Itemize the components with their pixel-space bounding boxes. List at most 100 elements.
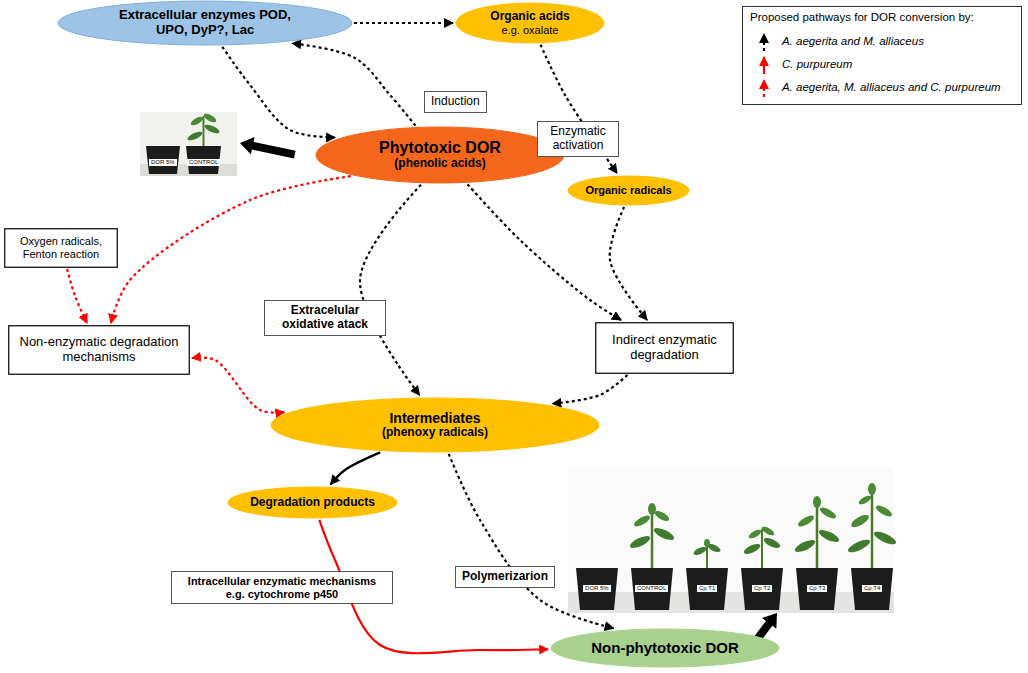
- legend-text: C. purpureum: [782, 55, 1018, 72]
- legend-row: A. aegerita and M. alliaceus: [752, 32, 1018, 49]
- legend-row: A. aegerita, M. alliaceus and C. purpure…: [752, 78, 1018, 95]
- pot-label: CONTROL: [187, 159, 220, 166]
- node-text: (phenoxy radicals): [382, 426, 488, 440]
- leaf: [762, 536, 781, 550]
- leaf: [653, 509, 670, 523]
- result-ellipse: Non-phytotoxic DOR: [550, 628, 780, 668]
- dor-ellipse: Phytotoxic DOR(phenolic acids): [315, 126, 565, 184]
- leaf: [692, 545, 707, 556]
- pot: [741, 568, 783, 610]
- ellipse-fill: [316, 127, 564, 183]
- leaf: [742, 542, 761, 556]
- leaf: [813, 496, 821, 508]
- legend-sample: [752, 55, 776, 75]
- leaf: [189, 115, 204, 127]
- node-text: Degradation products: [250, 496, 375, 510]
- leaf: [760, 525, 775, 537]
- ellipse-fill: [568, 176, 689, 205]
- node-text: Indirect enzymatic degradation: [602, 333, 727, 363]
- legend-row: C. purpureum: [752, 55, 1018, 72]
- node-text: Phytotoxic DOR: [379, 139, 501, 157]
- node-text: Non-phytotoxic DOR: [591, 639, 739, 656]
- plant-stem: [871, 492, 874, 568]
- leaf: [793, 538, 816, 555]
- ellipse-fill: [58, 1, 352, 45]
- leaf: [818, 505, 837, 520]
- process-box: Oxygen radicals, Fenton reaction: [4, 228, 118, 268]
- ellipse-outline: [455, 2, 605, 44]
- thick-arrow: [238, 134, 297, 163]
- node-text: e.g. oxalate: [490, 24, 569, 37]
- legend-title: Proposed pathways for DOR conversion by:: [750, 11, 974, 24]
- leaf: [872, 529, 897, 546]
- edge-label: Induction: [424, 91, 487, 113]
- connector: [292, 43, 415, 125]
- pot-label: Cp T2: [752, 585, 772, 592]
- leaf: [846, 537, 871, 554]
- connector: [610, 207, 647, 320]
- edge-label: Polymerizarion: [455, 566, 555, 588]
- legend-text: A. aegerita and M. alliaceus: [782, 32, 1018, 49]
- edge-label: Enzymatic activation: [537, 121, 619, 157]
- pot: [146, 146, 180, 174]
- ellipse-fill: [456, 3, 604, 43]
- node-text: Extracellular enzymes POD, UPO, DyP?, La…: [119, 8, 291, 38]
- ellipse-fill: [271, 398, 599, 452]
- pot: [796, 568, 838, 610]
- leaf: [849, 513, 870, 530]
- pot-label: Cp T3: [807, 585, 827, 592]
- node-text: Non-enzymatic degradation mechanisms: [19, 335, 179, 365]
- node-text: Oxygen radicals, Fenton reaction: [11, 235, 111, 260]
- box-fill: [9, 326, 190, 375]
- connector: [222, 47, 335, 138]
- leaf: [202, 112, 217, 124]
- legend-sample: [752, 78, 776, 98]
- intermediate-ellipse: Intermediates(phenoxy radicals): [270, 397, 600, 453]
- legend-arrow: [763, 80, 765, 97]
- box-fill: [596, 323, 734, 374]
- pot-label: DOR 5%: [149, 159, 177, 166]
- legend-arrow: [763, 34, 765, 51]
- node-text: Intermediates: [382, 410, 488, 426]
- leaf: [817, 528, 840, 545]
- ellipse-fill: [551, 629, 779, 667]
- connector: [360, 185, 421, 395]
- box-fill: [5, 229, 118, 268]
- ellipse-fill: [228, 487, 397, 518]
- connector: [468, 184, 621, 320]
- leaf: [203, 123, 220, 135]
- pot-label: Cp T1: [697, 585, 717, 592]
- leaf: [747, 528, 762, 540]
- leaf: [648, 503, 656, 515]
- pot: [631, 568, 673, 610]
- plant-stem: [816, 505, 819, 568]
- node-text: Organic acids: [490, 10, 569, 24]
- pot: [186, 146, 221, 174]
- leaf: [704, 539, 710, 547]
- enzyme-ellipse: Extracellular enzymes POD, UPO, DyP?, La…: [57, 0, 353, 46]
- leaf: [874, 503, 893, 518]
- pot: [576, 568, 618, 610]
- photo-background: [140, 112, 237, 176]
- acid-ellipse: Organic acidse.g. oxalate: [455, 2, 605, 44]
- edge-label: Extracelular oxidative atack: [264, 300, 386, 336]
- pot-label: CONTROL: [635, 585, 668, 592]
- leaf: [628, 534, 651, 551]
- legend-arrow: [763, 57, 765, 74]
- process-box: Indirect enzymatic degradation: [595, 322, 734, 374]
- connector: [552, 375, 627, 404]
- radical-ellipse: Organic radicals: [567, 175, 690, 206]
- leaf: [796, 513, 815, 528]
- leaf: [632, 513, 651, 528]
- plant-stem: [761, 529, 763, 568]
- leaf: [652, 526, 675, 543]
- pot: [851, 568, 893, 610]
- node-text: (phenolic acids): [379, 157, 501, 171]
- legend-text: A. aegerita, M. alliaceus and C. purpure…: [782, 78, 1018, 95]
- pot-label: DOR 5%: [583, 585, 611, 592]
- pot-label: Cp T4: [862, 585, 882, 592]
- photo-floor: [568, 592, 894, 613]
- plant-stem: [651, 512, 654, 568]
- connector: [354, 22, 453, 24]
- leaf: [857, 494, 872, 506]
